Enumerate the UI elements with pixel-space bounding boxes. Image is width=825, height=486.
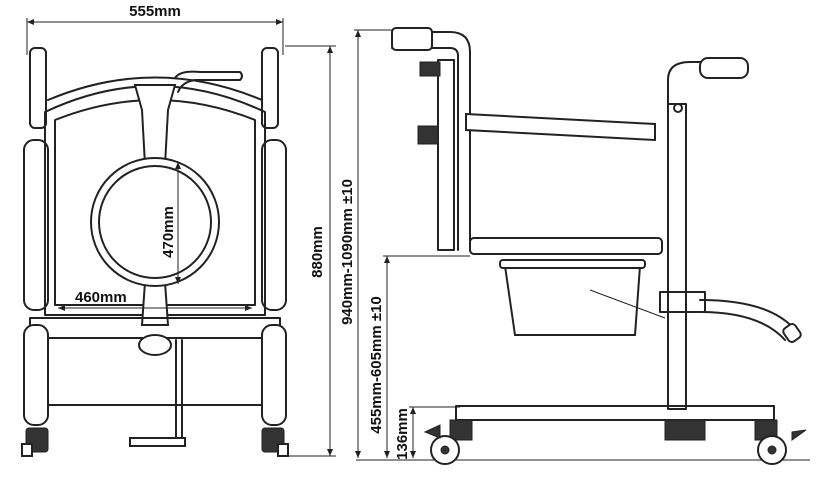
pivot-bolt (673, 103, 683, 113)
rear-handle (391, 31, 471, 251)
footrest-bracket (659, 291, 706, 313)
seat-opening-height-label: 470mm (160, 206, 177, 258)
footrest-end-cap (782, 323, 802, 343)
front-handle-grip (699, 57, 749, 79)
backrest-post (437, 59, 455, 251)
front-post (667, 103, 687, 410)
seat-opening-inner-ring (98, 165, 212, 279)
front-caster-brake (791, 429, 807, 441)
rear-handle-inner (391, 47, 459, 251)
commode-bucket (503, 265, 642, 336)
side-view: 940mm-1090mm ±10 455mm-605mm ±10 136mm (339, 27, 810, 465)
lock-knob (417, 125, 439, 145)
height-label: 880mm (309, 226, 326, 278)
front-view: 555mm 880mm 470mm 460mm (21, 3, 336, 457)
base-height-label: 136mm (394, 408, 411, 460)
right-caster-brake (277, 443, 289, 457)
bucket-lid (499, 259, 646, 269)
left-push-handle (29, 47, 47, 129)
rear-wheel-hub (440, 445, 450, 455)
seat-width-label: 460mm (75, 289, 127, 306)
left-leg (23, 324, 49, 426)
footrest (129, 437, 186, 447)
rear-caster-brake (423, 424, 441, 439)
right-armrest (261, 139, 287, 311)
backrest (44, 85, 266, 316)
front-caster (754, 419, 807, 465)
front-wheel-hub (767, 445, 777, 455)
base-frame (455, 405, 775, 421)
rear-handle-grip (391, 27, 433, 51)
footrest-bar-lower (699, 311, 786, 341)
base-pedal (664, 419, 706, 441)
front-handle (667, 61, 741, 111)
right-leg (261, 324, 287, 426)
central-strap (133, 84, 177, 166)
left-armrest (23, 139, 49, 311)
total-height-dimension: 940mm-1090mm ±10 (339, 29, 395, 458)
seat (469, 237, 663, 255)
backrest-top-arc (47, 76, 263, 101)
backrest-inner-outline (54, 99, 256, 306)
seat-height-dimension: 455mm-605mm ±10 (368, 255, 470, 458)
handle-lever (174, 70, 243, 93)
bucket-support-rod (589, 289, 666, 319)
seat-height-label: 455mm-605mm ±10 (368, 296, 385, 433)
rear-caster-fork (449, 419, 473, 441)
total-height-label: 940mm-1090mm ±10 (339, 179, 356, 325)
adjust-knob (419, 61, 441, 77)
width-label: 555mm (129, 3, 181, 20)
height-dimension: 880mm (285, 45, 336, 457)
footrest-bar (699, 299, 796, 331)
seat-opening-ring (90, 157, 220, 287)
armrest (465, 112, 656, 142)
base-height-dimension: 136mm (394, 406, 460, 460)
width-dimension: 555mm (26, 3, 284, 55)
left-caster-brake (21, 443, 33, 457)
front-casters (21, 427, 289, 457)
rear-caster (423, 419, 473, 465)
bucket-bottom (138, 334, 172, 356)
right-push-handle (261, 47, 279, 129)
